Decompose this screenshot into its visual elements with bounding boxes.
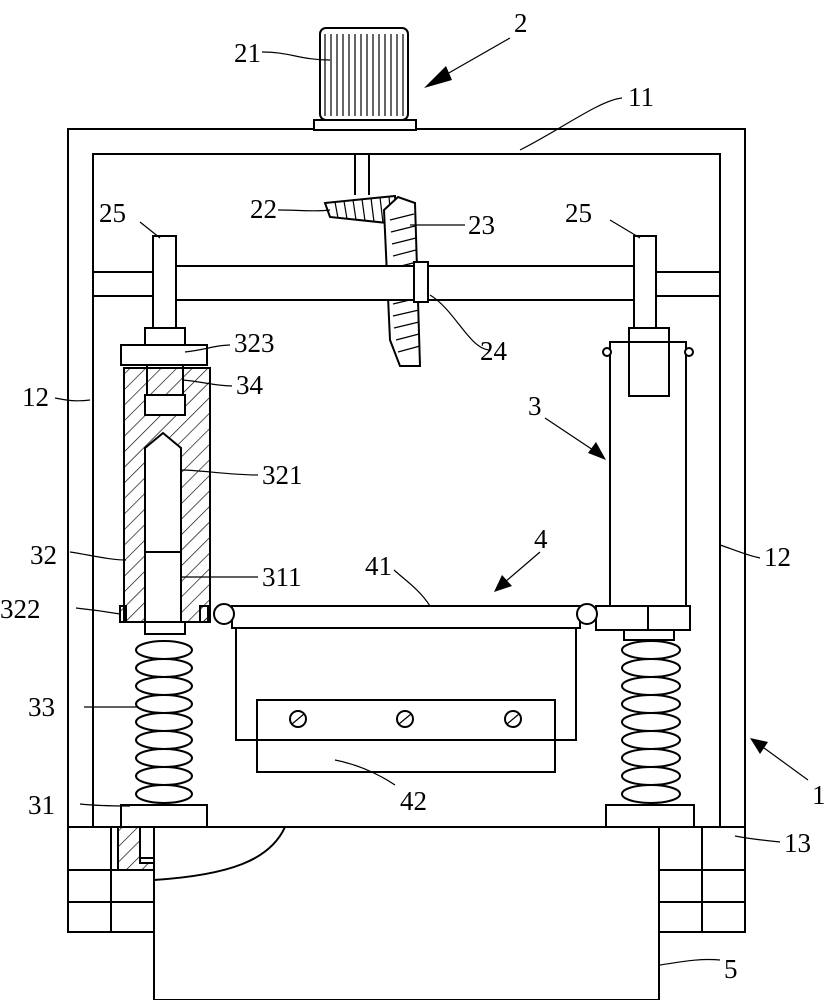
label-34: 34 (236, 370, 264, 400)
left-column (119, 327, 211, 635)
label-3: 3 (528, 391, 542, 421)
label-22: 22 (250, 194, 277, 224)
right-column (595, 327, 694, 641)
label-2: 2 (514, 8, 528, 38)
motor-fins (324, 34, 404, 116)
label-32: 32 (30, 540, 57, 570)
label-321: 321 (262, 460, 303, 490)
label-23: 23 (468, 210, 495, 240)
label-1: 1 (812, 780, 826, 810)
label-33: 33 (28, 692, 55, 722)
label-12-right: 12 (764, 542, 791, 572)
label-5: 5 (724, 954, 738, 984)
base (67, 826, 746, 1000)
label-311: 311 (262, 562, 302, 592)
bevel-gear-small (323, 194, 399, 226)
label-24: 24 (480, 336, 508, 366)
right-spring (605, 640, 695, 828)
motor (313, 27, 417, 195)
label-322: 322 (0, 594, 41, 624)
label-11: 11 (628, 82, 654, 112)
leader-lines (54, 37, 809, 966)
label-42: 42 (400, 786, 427, 816)
reference-labels: 21 2 11 22 23 25 25 323 24 34 12 3 321 4… (0, 8, 826, 984)
label-13: 13 (784, 828, 811, 858)
label-41: 41 (365, 551, 392, 581)
label-323: 323 (234, 328, 275, 358)
press-assembly (213, 603, 598, 773)
label-21: 21 (234, 38, 261, 68)
label-25-left: 25 (99, 198, 126, 228)
label-31: 31 (28, 790, 55, 820)
label-12-left: 12 (22, 382, 49, 412)
label-25-right: 25 (565, 198, 592, 228)
left-spring (120, 640, 208, 828)
label-4: 4 (534, 524, 548, 554)
